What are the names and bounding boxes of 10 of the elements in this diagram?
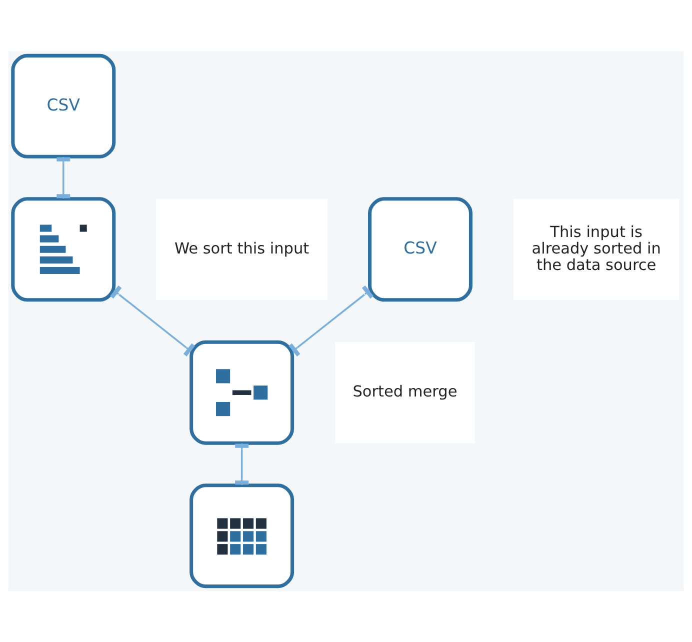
node-label: We sort this input: [174, 239, 310, 258]
connector: [288, 285, 374, 356]
node-picture: [190, 484, 294, 588]
node-box: CSV: [11, 54, 116, 158]
connector: [110, 285, 195, 356]
node-box: CSV: [368, 197, 472, 302]
node-label: This input is already sorted in the data source: [532, 222, 661, 274]
node-picture: [11, 197, 116, 302]
node-picture: [190, 340, 294, 445]
node-label: Sorted merge: [352, 382, 458, 401]
